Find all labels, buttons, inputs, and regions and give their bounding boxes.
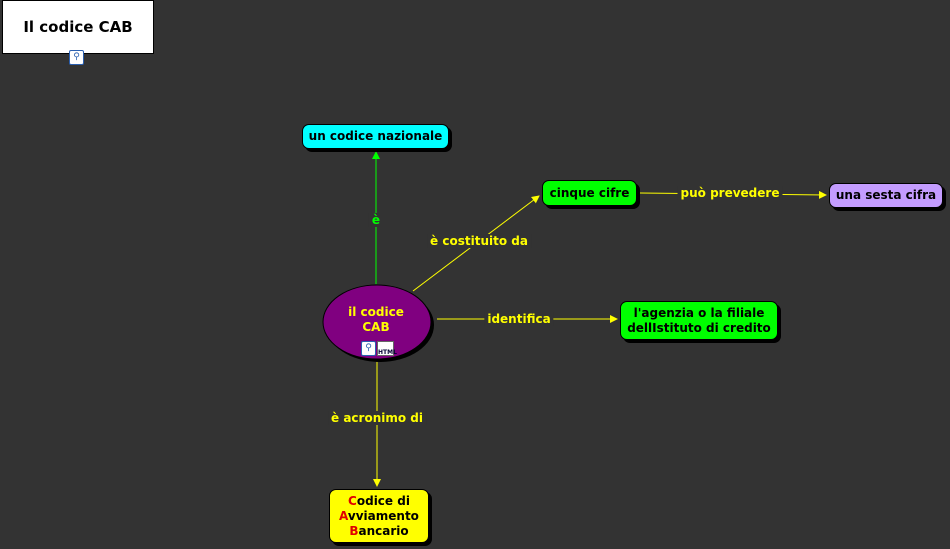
node-un-codice-nazionale[interactable]: un codice nazionale bbox=[302, 124, 449, 149]
agency-line-2: dellIstituto di credito bbox=[627, 320, 771, 335]
acronym-line-2: Avviamento bbox=[339, 509, 419, 524]
html-icon[interactable]: HTML bbox=[377, 341, 397, 356]
acronym-line-3: Bancario bbox=[349, 524, 408, 539]
center-node-shape[interactable] bbox=[322, 284, 432, 360]
title-box: Il codice CAB bbox=[2, 0, 154, 54]
link-label-made-of: è costituito da bbox=[427, 234, 531, 248]
concept-map-icon[interactable]: ⚲ bbox=[69, 50, 84, 65]
node-agenzia[interactable]: l'agenzia o la filiale dellIstituto di c… bbox=[620, 301, 778, 340]
acronym-line-1: Codice di bbox=[348, 494, 410, 509]
node-cinque-cifre[interactable]: cinque cifre bbox=[542, 180, 637, 206]
text-vviamento: vviamento bbox=[347, 508, 419, 523]
letter-b: B bbox=[349, 523, 359, 538]
node-una-sesta-cifra[interactable]: una sesta cifra bbox=[829, 183, 943, 208]
link-label-may-have: può prevedere bbox=[677, 186, 783, 200]
link-label-acronym: è acronimo di bbox=[328, 411, 426, 425]
concept-map-icon[interactable]: ⚲ bbox=[361, 341, 376, 356]
link-label-identifies: identifica bbox=[484, 312, 554, 326]
link-label-is: è bbox=[368, 213, 384, 227]
letter-c: C bbox=[348, 493, 357, 508]
text-odice: odice di bbox=[356, 493, 410, 508]
node-acronym[interactable]: Codice di Avviamento Bancario bbox=[329, 489, 429, 543]
agency-line-1: l'agenzia o la filiale bbox=[633, 305, 765, 320]
letter-a: A bbox=[339, 508, 348, 523]
text-ancario: ancario bbox=[358, 523, 409, 538]
center-node-label: il codice CAB bbox=[348, 305, 404, 334]
